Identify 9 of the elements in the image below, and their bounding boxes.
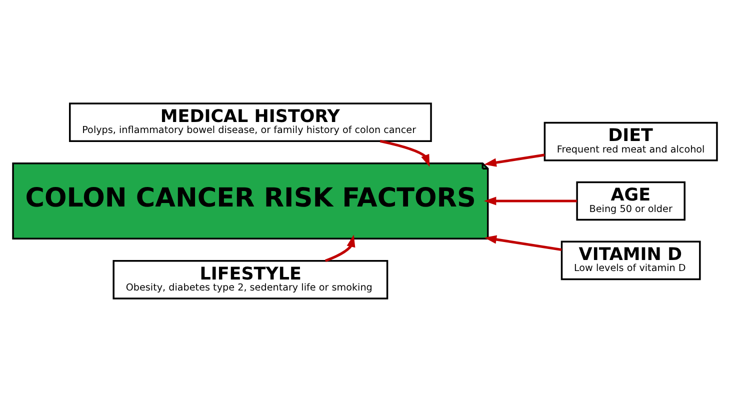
arrow — [484, 196, 577, 205]
arrow — [484, 153, 545, 166]
node-box: LIFESTYLE Obesity, diabetes type 2, sedentary life or smoking — [112, 260, 388, 299]
node-box: MEDICAL HISTORY Polyps, inflammatory bowel disease, or family history of colon cancer — [69, 102, 432, 142]
node-box: DIET Frequent red meat and alcohol — [544, 121, 718, 161]
arrow — [380, 139, 430, 166]
node-box: AGE Being 50 or older — [576, 180, 686, 220]
node-box: VITAMIN D Low levels of vitamin D — [560, 240, 701, 280]
arrow — [484, 234, 562, 251]
